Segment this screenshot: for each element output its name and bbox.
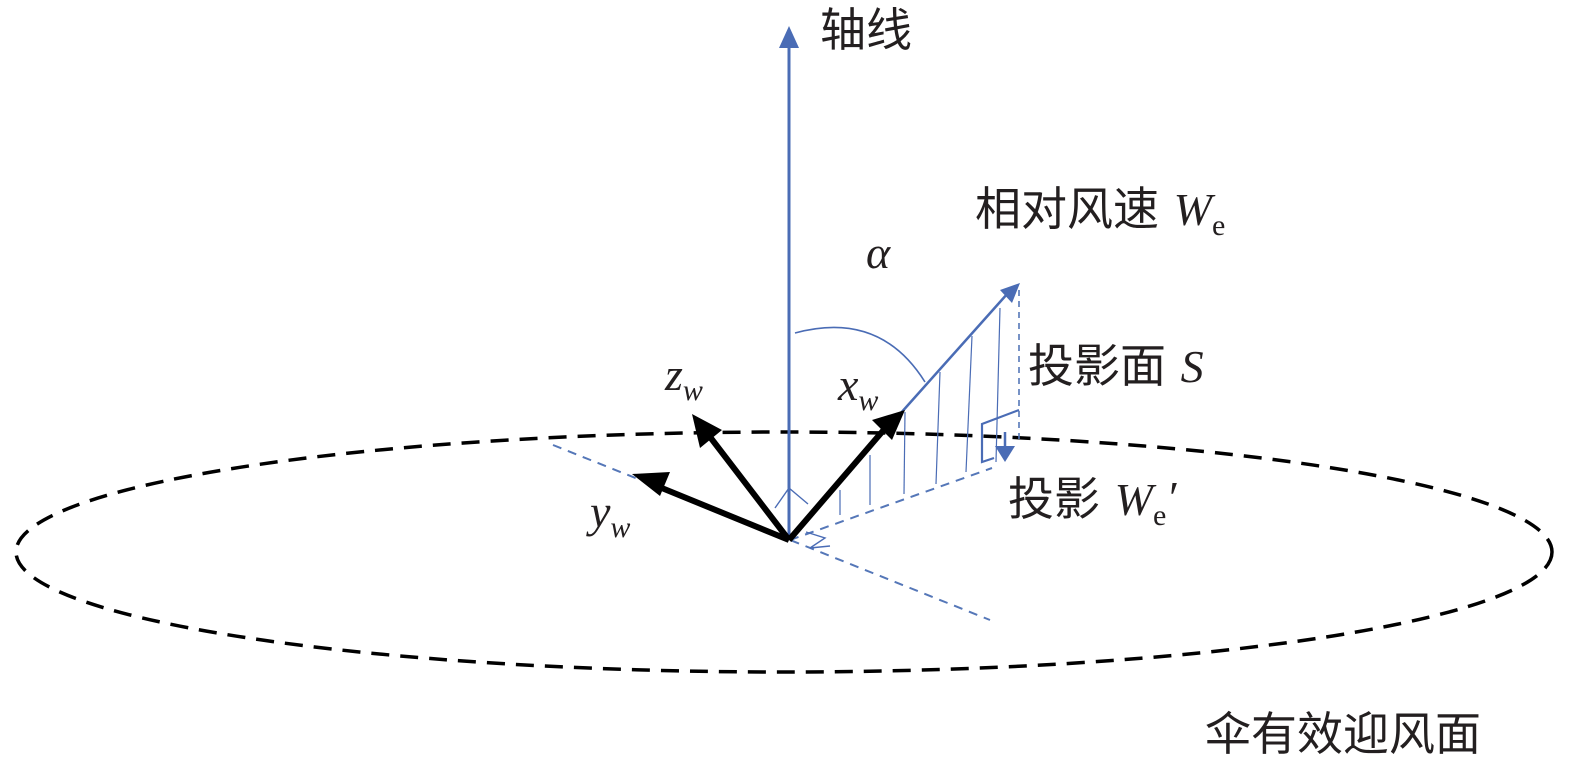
xw-axis xyxy=(786,423,891,542)
yw-label: yw xyxy=(586,486,630,544)
alpha-label: α xyxy=(866,227,891,278)
projection-label: 投影 We′ xyxy=(1008,472,1177,532)
alpha-arc xyxy=(794,326,926,383)
yw-arrowhead xyxy=(632,472,670,496)
projection-plane-hatch xyxy=(839,307,1001,515)
zw-axis xyxy=(704,431,792,542)
projection-dashed-line xyxy=(552,444,991,621)
relative-wind-label: 相对风速 We xyxy=(975,182,1225,242)
canopy-ellipse xyxy=(14,430,1554,674)
zw-arrowhead xyxy=(692,414,722,448)
origin-right-angle-1 xyxy=(774,486,809,509)
zw-label: zw xyxy=(664,349,703,407)
xw-arrowhead xyxy=(872,410,905,440)
relative-wind-vector xyxy=(899,292,1009,415)
axis-arrowhead xyxy=(779,26,799,48)
projection-arrowhead xyxy=(995,446,1015,462)
origin-right-angle-2 xyxy=(805,531,831,549)
projection-dashed-line-2 xyxy=(789,467,993,541)
xw-label: xw xyxy=(837,359,878,417)
yw-axis xyxy=(650,481,791,543)
canopy-surface-label: 伞有效迎风面 xyxy=(1205,707,1481,761)
projection-plane-label: 投影面 S xyxy=(1028,339,1204,393)
relative-wind-arrowhead xyxy=(1000,283,1020,303)
axis-label: 轴线 xyxy=(820,3,912,57)
projection-right-angle xyxy=(980,408,1020,464)
